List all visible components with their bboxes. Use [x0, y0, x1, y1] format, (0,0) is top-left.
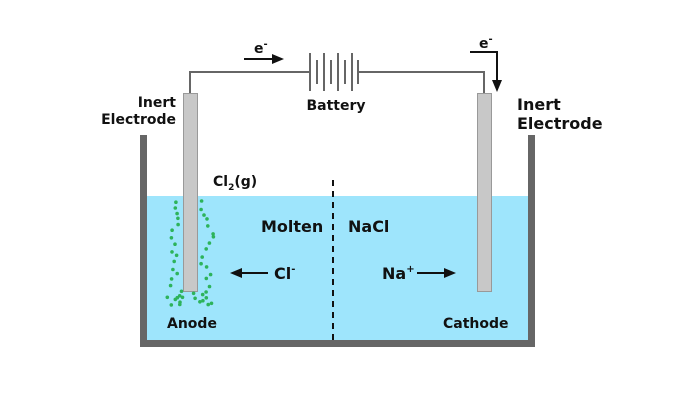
bubble	[201, 298, 205, 303]
wire-left	[189, 71, 310, 93]
chloride-ion-label: Cl-	[274, 264, 295, 283]
bubble	[208, 272, 213, 277]
bubble	[204, 296, 209, 300]
bubble	[204, 290, 208, 294]
bubble	[191, 291, 196, 296]
bubble	[165, 295, 170, 300]
left-electrode-label-line2: Electrode	[101, 112, 176, 128]
bubble	[202, 213, 206, 217]
wire-right	[358, 71, 485, 93]
bubble	[179, 289, 184, 294]
electron-label-left: e-	[254, 39, 268, 57]
sodium-ion-label: Na+	[382, 264, 415, 283]
chloride-arrow	[230, 268, 268, 278]
molten-label: Molten	[261, 217, 323, 236]
bubble	[199, 207, 203, 212]
bubble	[174, 253, 179, 258]
bubble	[169, 277, 174, 281]
container	[140, 135, 535, 347]
bubble	[211, 232, 215, 236]
cathode-electrode	[477, 93, 492, 292]
nacl-label: NaCl	[348, 217, 389, 236]
bubble	[169, 303, 174, 307]
sodium-arrow	[417, 268, 456, 278]
bubble	[209, 301, 214, 306]
bubble	[170, 228, 174, 232]
bubble	[174, 200, 178, 204]
bubble	[199, 261, 203, 266]
bubble	[180, 295, 185, 300]
electron-arrow-left	[244, 54, 284, 64]
bubble	[211, 235, 216, 239]
bubble	[193, 296, 197, 301]
bubble	[176, 216, 180, 221]
bubble	[198, 300, 202, 304]
chlorine-gas-label: Cl2(g)	[213, 174, 257, 193]
bubble	[206, 302, 210, 307]
bubble	[175, 295, 180, 300]
bubble	[207, 241, 212, 245]
anode-electrode	[183, 93, 198, 292]
bubble	[204, 247, 208, 251]
bubble	[177, 294, 182, 298]
bubble	[175, 211, 179, 216]
bubble	[172, 259, 176, 264]
bubble	[176, 222, 180, 227]
bubble	[169, 236, 174, 240]
right-electrode-label-line2: Electrode	[517, 114, 603, 133]
bubble	[171, 267, 175, 272]
right-electrode-label-line1: Inert	[517, 95, 561, 114]
chlorine-bubbles	[165, 199, 216, 307]
bubble	[199, 199, 204, 203]
electron-label-right: e-	[479, 34, 493, 52]
battery-icon	[309, 53, 359, 91]
bubble	[206, 224, 210, 228]
bubble	[170, 250, 174, 254]
battery-label: Battery	[306, 98, 365, 114]
cathode-label: Cathode	[443, 316, 509, 332]
bubble	[204, 276, 209, 281]
electron-arrow-right	[470, 51, 502, 92]
bubble	[204, 265, 209, 269]
anode-label: Anode	[167, 316, 217, 332]
molten-nacl-liquid	[147, 196, 528, 340]
bubble	[200, 255, 204, 259]
bubble	[200, 292, 205, 297]
bubble	[168, 283, 173, 288]
bubble	[207, 284, 212, 289]
bubble	[173, 206, 178, 210]
bubble	[175, 271, 179, 276]
bubble	[173, 242, 177, 246]
bubble	[205, 217, 209, 221]
bubble	[178, 302, 182, 307]
left-electrode-label-line1: Inert	[138, 95, 177, 111]
